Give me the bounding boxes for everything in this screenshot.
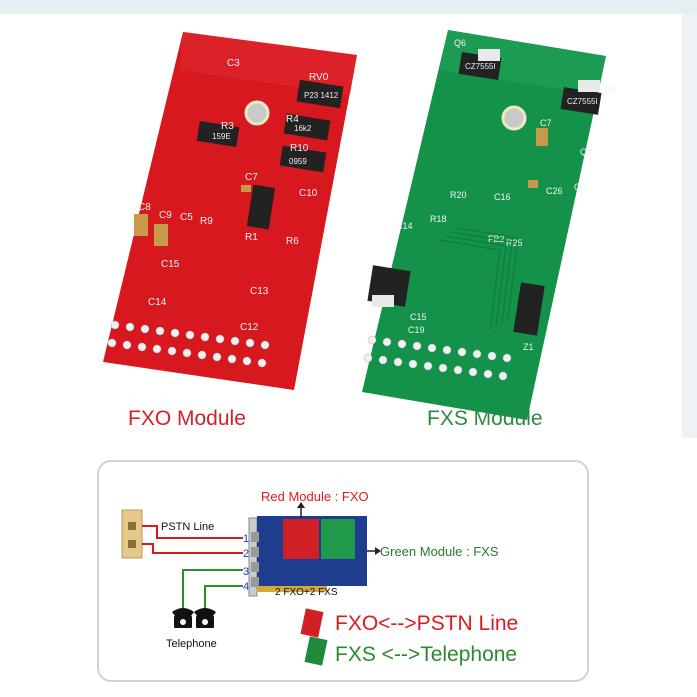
right-margin xyxy=(682,14,697,438)
svg-text:C14: C14 xyxy=(148,297,167,308)
svg-text:C7: C7 xyxy=(245,172,258,183)
svg-text:R6: R6 xyxy=(286,236,299,247)
svg-text:R25: R25 xyxy=(506,238,523,248)
svg-text:R20: R20 xyxy=(450,190,467,200)
svg-text:C16: C16 xyxy=(494,192,511,202)
arrow-up-icon xyxy=(297,502,305,518)
fxs-module-caption: FXS Module xyxy=(427,407,543,430)
arrow-right-icon xyxy=(367,547,381,555)
pci-card-icon xyxy=(248,516,367,597)
svg-text:RV0: RV0 xyxy=(309,72,329,83)
pstn-wires xyxy=(142,525,243,554)
connection-diagram: Red Module : FXO Green Module : FXS PSTN… xyxy=(97,460,589,682)
svg-text:C8: C8 xyxy=(138,202,151,213)
svg-text:R3: R3 xyxy=(221,121,234,132)
port-number: 3 xyxy=(243,566,250,578)
telephone-label: Telephone xyxy=(166,638,217,650)
port-number: 1 xyxy=(243,533,250,545)
svg-text:C7: C7 xyxy=(540,118,552,128)
phone-jack-icon xyxy=(121,509,143,559)
svg-text:R18: R18 xyxy=(430,214,447,224)
pstn-line-label: PSTN Line xyxy=(161,521,215,533)
green-module-label: Green Module : FXS xyxy=(380,544,499,559)
fxs-board-image: CZ7555I CZ7555I Q6 Q5 C7 Q2 Q3 C26 R20 R… xyxy=(362,30,616,420)
svg-text:C3: C3 xyxy=(227,58,240,69)
svg-text:CZ7555I: CZ7555I xyxy=(567,97,598,106)
svg-text:R10: R10 xyxy=(290,143,309,154)
svg-text:Q5: Q5 xyxy=(604,85,616,95)
telephone-wires xyxy=(182,569,243,610)
legend-fxs: FXS <-->Telephone xyxy=(335,643,518,666)
svg-text:Z1: Z1 xyxy=(523,342,534,352)
fxs-legend-board-icon xyxy=(304,636,328,666)
svg-text:R9: R9 xyxy=(200,216,213,227)
modules-photo: P23 1412 16k2 159E 0959 C3 RV0 R3 R4 R10… xyxy=(103,30,616,420)
svg-text:Q2: Q2 xyxy=(580,147,592,157)
svg-text:C15: C15 xyxy=(410,312,427,322)
port-number: 2 xyxy=(243,548,250,560)
port-number: 4 xyxy=(243,581,250,593)
card-label: 2 FXO+2 FXS xyxy=(275,587,338,598)
svg-text:Q3: Q3 xyxy=(574,182,586,192)
svg-text:16k2: 16k2 xyxy=(294,124,312,133)
svg-text:C10: C10 xyxy=(299,188,318,199)
fxo-legend-board-icon xyxy=(300,608,324,638)
fxo-module-caption: FXO Module xyxy=(128,407,246,430)
svg-text:0959: 0959 xyxy=(289,157,307,166)
svg-text:C5: C5 xyxy=(180,212,193,223)
svg-text:159E: 159E xyxy=(212,132,231,141)
top-strip xyxy=(0,0,697,14)
svg-text:CZ7555I: CZ7555I xyxy=(465,62,496,71)
connection-diagram-drawing xyxy=(121,502,381,666)
red-module-label: Red Module : FXO xyxy=(261,489,369,504)
svg-text:C13: C13 xyxy=(250,286,269,297)
svg-text:C26: C26 xyxy=(546,186,563,196)
svg-text:R4: R4 xyxy=(286,114,299,125)
svg-text:C15: C15 xyxy=(161,259,180,270)
svg-text:C12: C12 xyxy=(240,322,259,333)
svg-text:C14: C14 xyxy=(396,221,413,231)
legend-fxo: FXO<-->PSTN Line xyxy=(335,612,519,635)
svg-text:C9: C9 xyxy=(159,210,172,221)
svg-text:R1: R1 xyxy=(245,232,258,243)
telephone-icon xyxy=(172,608,194,628)
fxo-board-image: P23 1412 16k2 159E 0959 C3 RV0 R3 R4 R10… xyxy=(103,32,357,390)
svg-text:P23 1412: P23 1412 xyxy=(304,91,339,100)
telephone-icon xyxy=(194,608,216,628)
svg-text:Q6: Q6 xyxy=(454,38,466,48)
svg-text:C19: C19 xyxy=(408,325,425,335)
